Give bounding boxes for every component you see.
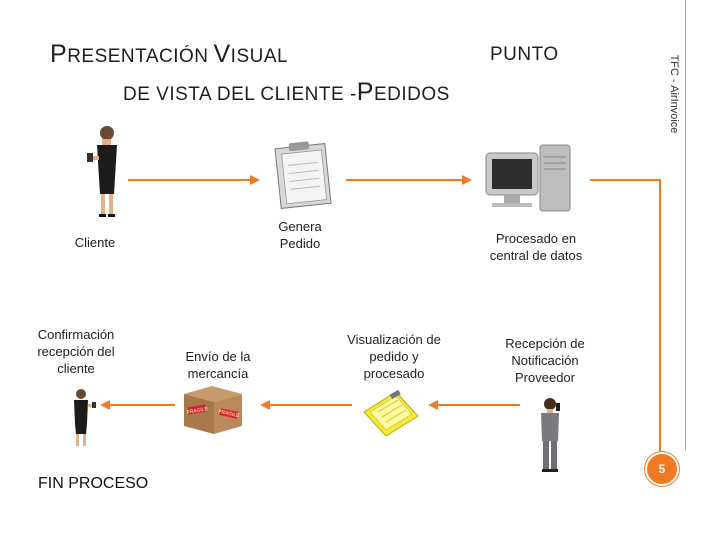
shipping-box-icon: FRAGILE FRAGILE (184, 386, 242, 434)
computer-icon (485, 144, 571, 212)
businesswoman-phone-icon-small (74, 389, 96, 446)
slide-title: PRESENTACIÓN VISUAL (50, 40, 289, 68)
label-procesado-central: Procesado en central de datos (489, 231, 583, 263)
label-genera-pedido: Genera Pedido (278, 219, 322, 251)
side-divider (685, 0, 686, 450)
fragile-stamp-2: FRAGILE (218, 409, 241, 419)
label-recepcion-notificacion: Recepción de Notificación Proveedor (505, 336, 585, 385)
label-cliente: Cliente (74, 235, 116, 250)
yellow-clipboard-icon (363, 389, 419, 437)
clipboard-icon (274, 141, 332, 209)
page-number-badge: 5 (645, 452, 679, 486)
label-confirmacion: Confirmación recepción del cliente (37, 327, 115, 376)
slide-title-punto: PUNTO (490, 44, 559, 65)
businesswoman-standing-icon (541, 398, 560, 472)
businesswoman-phone-icon (87, 126, 117, 217)
fragile-stamp: FRAGILE (186, 406, 209, 416)
connector-central-down (590, 179, 661, 452)
label-envio-mercancia: Envío de la mercancía (185, 349, 251, 381)
label-visualizacion: Visualización de pedido y procesado (347, 332, 441, 381)
label-fin-proceso: FIN PROCESO (38, 475, 149, 492)
slide-subtitle: DE VISTA DEL CLIENTE -PEDIDOS (123, 78, 450, 106)
